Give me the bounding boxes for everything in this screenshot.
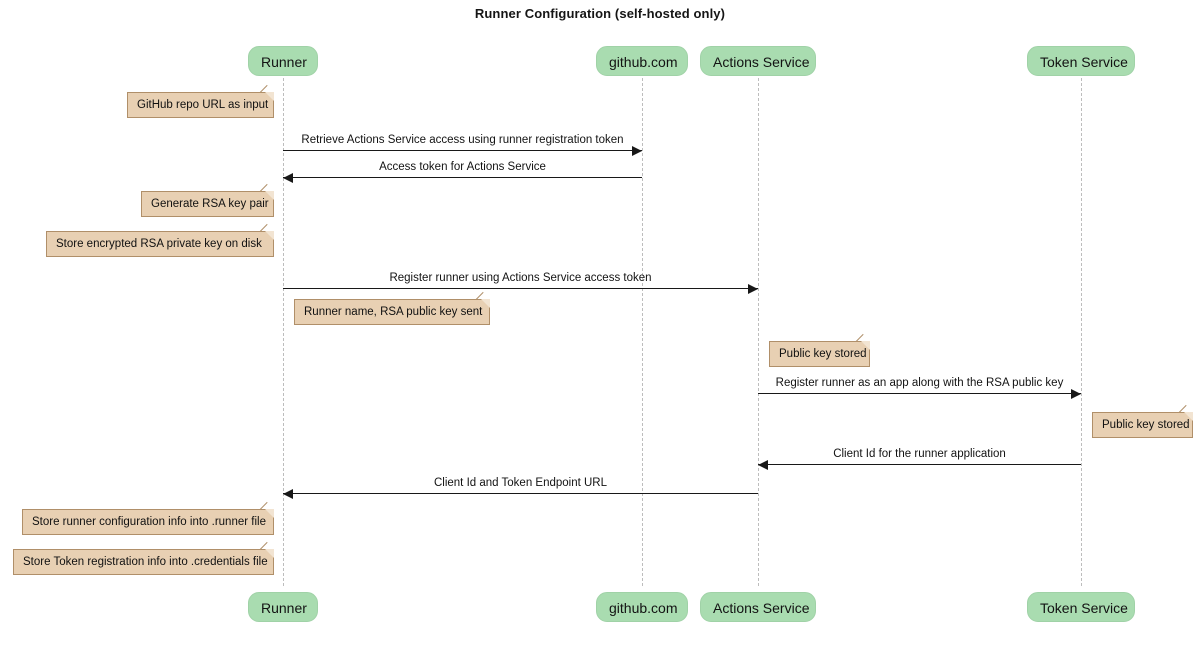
arrow-head-m4 (1071, 389, 1081, 399)
participant-runner[interactable]: Runner (248, 46, 318, 76)
note-fold-corner-icon (265, 509, 274, 518)
participant-label: github.com (609, 600, 678, 616)
lifeline-token (1081, 78, 1082, 586)
message-line-m2 (283, 177, 642, 178)
participant-label: Runner (261, 54, 307, 70)
note-label: GitHub repo URL as input (137, 99, 269, 111)
note-label: Public key stored (779, 348, 867, 360)
note-fold-corner-icon (265, 549, 274, 558)
note-fold-corner-icon (861, 341, 870, 350)
participant-label: github.com (609, 54, 678, 70)
message-line-m6 (283, 493, 758, 494)
message-label-m2: Access token for Actions Service (379, 161, 546, 173)
arrow-head-m3 (748, 284, 758, 294)
message-label-m3: Register runner using Actions Service ac… (389, 272, 652, 284)
note-label: Store runner configuration info into .ru… (32, 516, 266, 528)
note-fold-corner-icon (265, 231, 274, 240)
participant-github[interactable]: github.com (596, 592, 688, 622)
note-fold-corner-icon (1184, 412, 1193, 421)
message-label-m1: Retrieve Actions Service access using ru… (301, 134, 624, 146)
note-label: Generate RSA key pair (151, 198, 269, 210)
note-n8: Store Token registration info into .cred… (13, 541, 274, 575)
note-n7: Store runner configuration info into .ru… (22, 501, 274, 535)
note-label: Store Token registration info into .cred… (23, 556, 268, 568)
note-n4: Runner name, RSA public key sent (294, 291, 490, 325)
participant-label: Runner (261, 600, 307, 616)
arrow-head-m5 (758, 460, 768, 470)
participant-actions[interactable]: Actions Service (700, 592, 816, 622)
participant-token[interactable]: Token Service (1027, 592, 1135, 622)
lifeline-runner (283, 78, 284, 586)
note-label: Public key stored (1102, 419, 1190, 431)
message-line-m5 (758, 464, 1081, 465)
message-line-m4 (758, 393, 1081, 394)
participant-token[interactable]: Token Service (1027, 46, 1135, 76)
note-fold-corner-icon (481, 299, 490, 308)
arrow-head-m1 (632, 146, 642, 156)
participant-github[interactable]: github.com (596, 46, 688, 76)
participant-label: Actions Service (713, 54, 810, 70)
message-label-m5: Client Id for the runner application (833, 448, 1006, 460)
note-n1: GitHub repo URL as input (127, 84, 274, 118)
note-n3: Store encrypted RSA private key on disk (46, 223, 274, 257)
page-title: Runner Configuration (self-hosted only) (474, 6, 726, 21)
note-n2: Generate RSA key pair (141, 183, 274, 217)
participant-actions[interactable]: Actions Service (700, 46, 816, 76)
message-line-m1 (283, 150, 642, 151)
note-fold-corner-icon (265, 92, 274, 101)
note-n5: Public key stored (769, 333, 870, 367)
participant-label: Actions Service (713, 600, 810, 616)
message-line-m3 (283, 288, 758, 289)
message-label-m4: Register runner as an app along with the… (775, 377, 1064, 389)
participant-label: Token Service (1040, 54, 1128, 70)
lifeline-actions (758, 78, 759, 586)
note-fold-corner-icon (265, 191, 274, 200)
note-n6: Public key stored (1092, 404, 1193, 438)
note-label: Store encrypted RSA private key on disk (56, 238, 262, 250)
participant-runner[interactable]: Runner (248, 592, 318, 622)
note-label: Runner name, RSA public key sent (304, 306, 483, 318)
participant-label: Token Service (1040, 600, 1128, 616)
arrow-head-m6 (283, 489, 293, 499)
arrow-head-m2 (283, 173, 293, 183)
lifeline-github (642, 78, 643, 586)
message-label-m6: Client Id and Token Endpoint URL (433, 477, 608, 489)
